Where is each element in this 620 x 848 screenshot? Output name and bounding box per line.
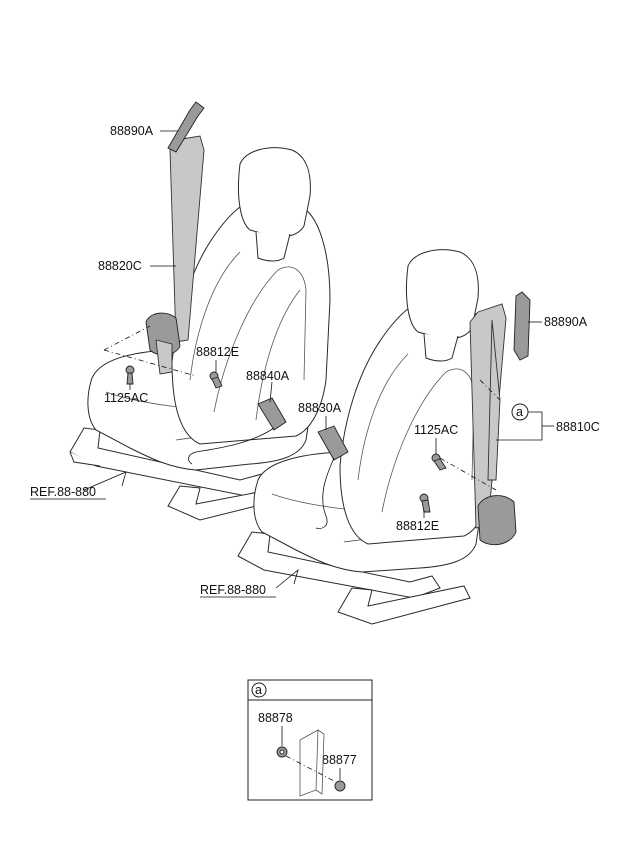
label-88812e-right: 88812E bbox=[396, 519, 439, 533]
label-ref-left: REF.88-880 bbox=[30, 485, 96, 499]
label-88877: 88877 bbox=[322, 753, 357, 767]
label-1125ac-right: 1125AC bbox=[414, 423, 458, 437]
left-seat bbox=[69, 101, 331, 521]
label-88878: 88878 bbox=[258, 711, 293, 725]
label-88820c: 88820C bbox=[98, 259, 142, 273]
detail-a-letter: a bbox=[255, 683, 262, 697]
label-ref-right: REF.88-880 bbox=[200, 583, 266, 597]
callout-a-letter: a bbox=[516, 405, 523, 419]
label-88840a: 88840A bbox=[246, 369, 290, 383]
cap-88877 bbox=[334, 780, 346, 792]
right-seat bbox=[237, 249, 531, 625]
label-88810c: 88810C bbox=[556, 420, 600, 434]
detail-box-a: a 88878 88877 bbox=[247, 679, 373, 801]
label-88890a-left: 88890A bbox=[110, 124, 154, 138]
label-88812e-left: 88812E bbox=[196, 345, 239, 359]
leader-lines bbox=[83, 130, 554, 589]
callout-a-circle bbox=[511, 403, 529, 421]
label-1125ac-left: 1125AC bbox=[104, 391, 148, 405]
label-88890a-right: 88890A bbox=[544, 315, 588, 329]
label-88830a: 88830A bbox=[298, 401, 342, 415]
part-labels: 88890A 88820C 88812E 1125AC 88840A 88830… bbox=[30, 124, 600, 598]
